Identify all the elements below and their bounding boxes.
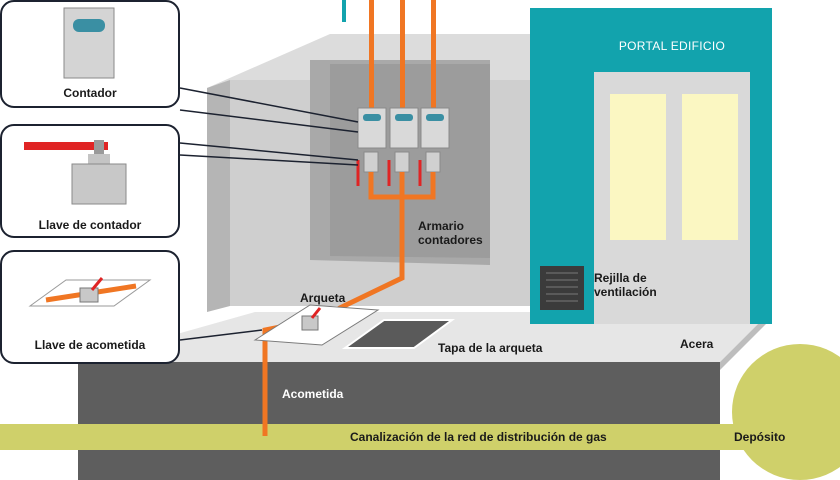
acometida-label: Acometida: [282, 387, 344, 401]
rejilla-label-line2: ventilación: [594, 285, 657, 299]
building-left-face: [207, 80, 230, 312]
armario-label-line1: Armario: [418, 219, 464, 233]
meter-valves: [356, 151, 441, 186]
ground-block: [78, 360, 720, 480]
deposit-tank: [732, 344, 840, 480]
callout-llave-contador-label: Llave de contador: [38, 218, 142, 232]
callout-llave-contador: Llave de contador: [0, 124, 180, 238]
deposito-label: Depósito: [734, 430, 785, 444]
callout-contador: Contador: [0, 0, 180, 108]
portal-door-left-glass: [610, 94, 666, 240]
ventilation-grille-slats: [546, 272, 578, 302]
service-valve-icon: [28, 277, 152, 307]
arqueta-label: Arqueta: [300, 291, 346, 305]
portal-label: PORTAL EDIFICIO: [619, 39, 725, 53]
cabinet-niche-back: [330, 64, 490, 258]
callout-leaders: [179, 87, 359, 341]
callout-llave-acometida-label: Llave de acometida: [34, 338, 146, 352]
riser-pipes: [369, 0, 436, 112]
acera-label: Acera: [680, 337, 714, 351]
meter-bank: [357, 107, 450, 149]
armario-label-line2: contadores: [418, 233, 483, 247]
arqueta-valve: [301, 315, 319, 331]
arqueta-cover: [341, 319, 456, 349]
meter-valve-icon: [24, 140, 127, 205]
callout-llave-acometida: Llave de acometida: [0, 250, 180, 364]
meter-icon: [63, 7, 115, 79]
gas-distribution-pipe: [0, 424, 760, 450]
riser-teal: [342, 0, 346, 22]
rejilla-label-line1: Rejilla de: [594, 271, 647, 285]
tapa-label: Tapa de la arqueta: [438, 341, 543, 355]
arqueta-valve-handle: [310, 307, 322, 319]
canalizacion-label: Canalización de la red de distribución d…: [350, 430, 607, 444]
sidewalk-edge: [720, 312, 770, 370]
callout-contador-label: Contador: [63, 86, 117, 100]
portal-door-right-glass: [682, 94, 738, 240]
